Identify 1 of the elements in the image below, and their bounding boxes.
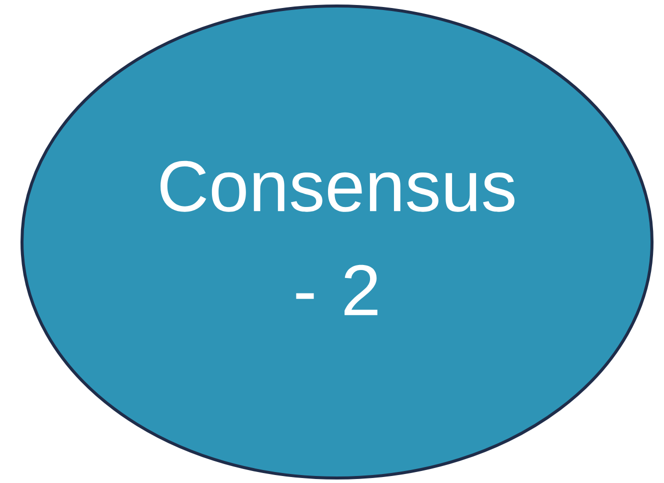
ellipse-node: Consensus - 2 [20,4,654,480]
